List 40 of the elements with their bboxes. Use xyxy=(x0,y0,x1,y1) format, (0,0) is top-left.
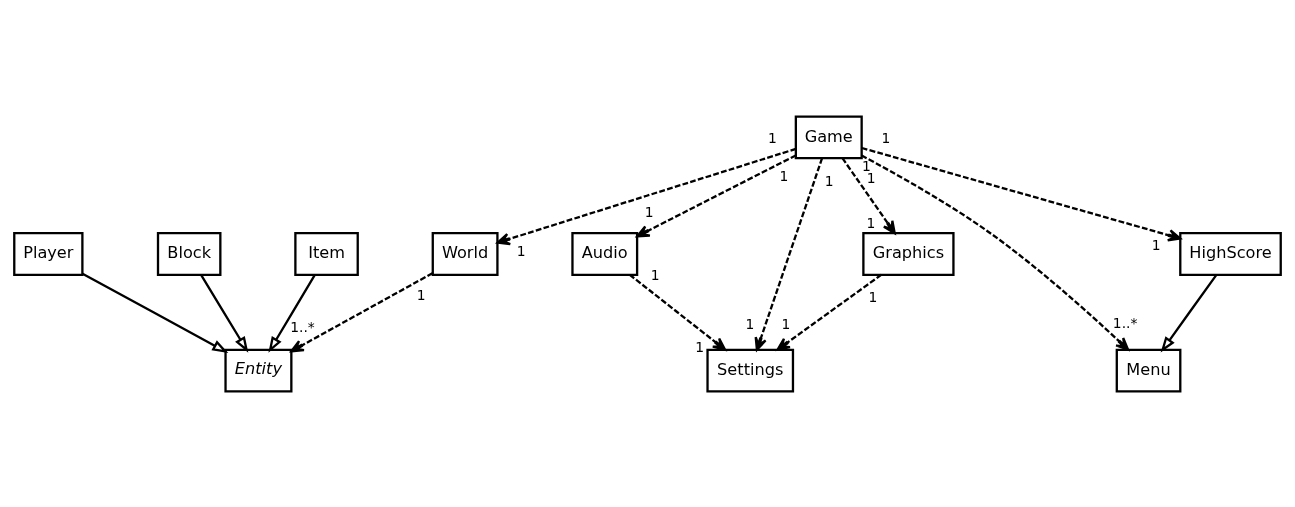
label: 1 xyxy=(695,338,705,355)
arrow xyxy=(776,273,882,351)
label: 1 xyxy=(881,129,891,146)
label: 1..* xyxy=(1112,314,1138,331)
label: 1 xyxy=(516,242,526,259)
label: 1 xyxy=(745,315,755,332)
arrow xyxy=(200,273,249,353)
label: 1 xyxy=(781,315,791,332)
label: 1 xyxy=(779,167,789,184)
node-box: Graphics xyxy=(862,231,955,276)
arrow xyxy=(861,146,1182,242)
arrow xyxy=(496,147,797,245)
label: 1 xyxy=(767,129,777,146)
node-box: Game xyxy=(794,114,863,159)
node-box: Menu xyxy=(1115,348,1182,393)
node-box: Player xyxy=(13,231,84,276)
arrow xyxy=(636,153,797,237)
arrow xyxy=(82,272,229,353)
node-box: HighScore xyxy=(1179,231,1282,276)
node-box: Audio xyxy=(571,231,639,276)
label: 1 xyxy=(650,266,660,283)
node-box: Item xyxy=(294,231,359,276)
node-box: Block xyxy=(156,231,222,276)
node-box: Settings xyxy=(706,348,795,393)
node-box: Entity xyxy=(224,348,293,393)
arrow xyxy=(841,157,896,234)
label: 1 xyxy=(1151,236,1161,253)
arrow xyxy=(290,271,433,352)
arrow xyxy=(861,154,1130,351)
arrow xyxy=(629,273,727,351)
label: 1..* xyxy=(290,318,315,335)
arrow xyxy=(754,157,824,351)
node-box: World xyxy=(431,231,499,276)
label: 1 xyxy=(416,286,426,303)
label: 1 xyxy=(868,288,878,305)
arrow xyxy=(1160,273,1218,353)
label: 1 xyxy=(644,203,654,220)
label: 1 xyxy=(824,172,834,189)
label: 1 xyxy=(866,214,876,231)
arrow xyxy=(268,273,316,353)
